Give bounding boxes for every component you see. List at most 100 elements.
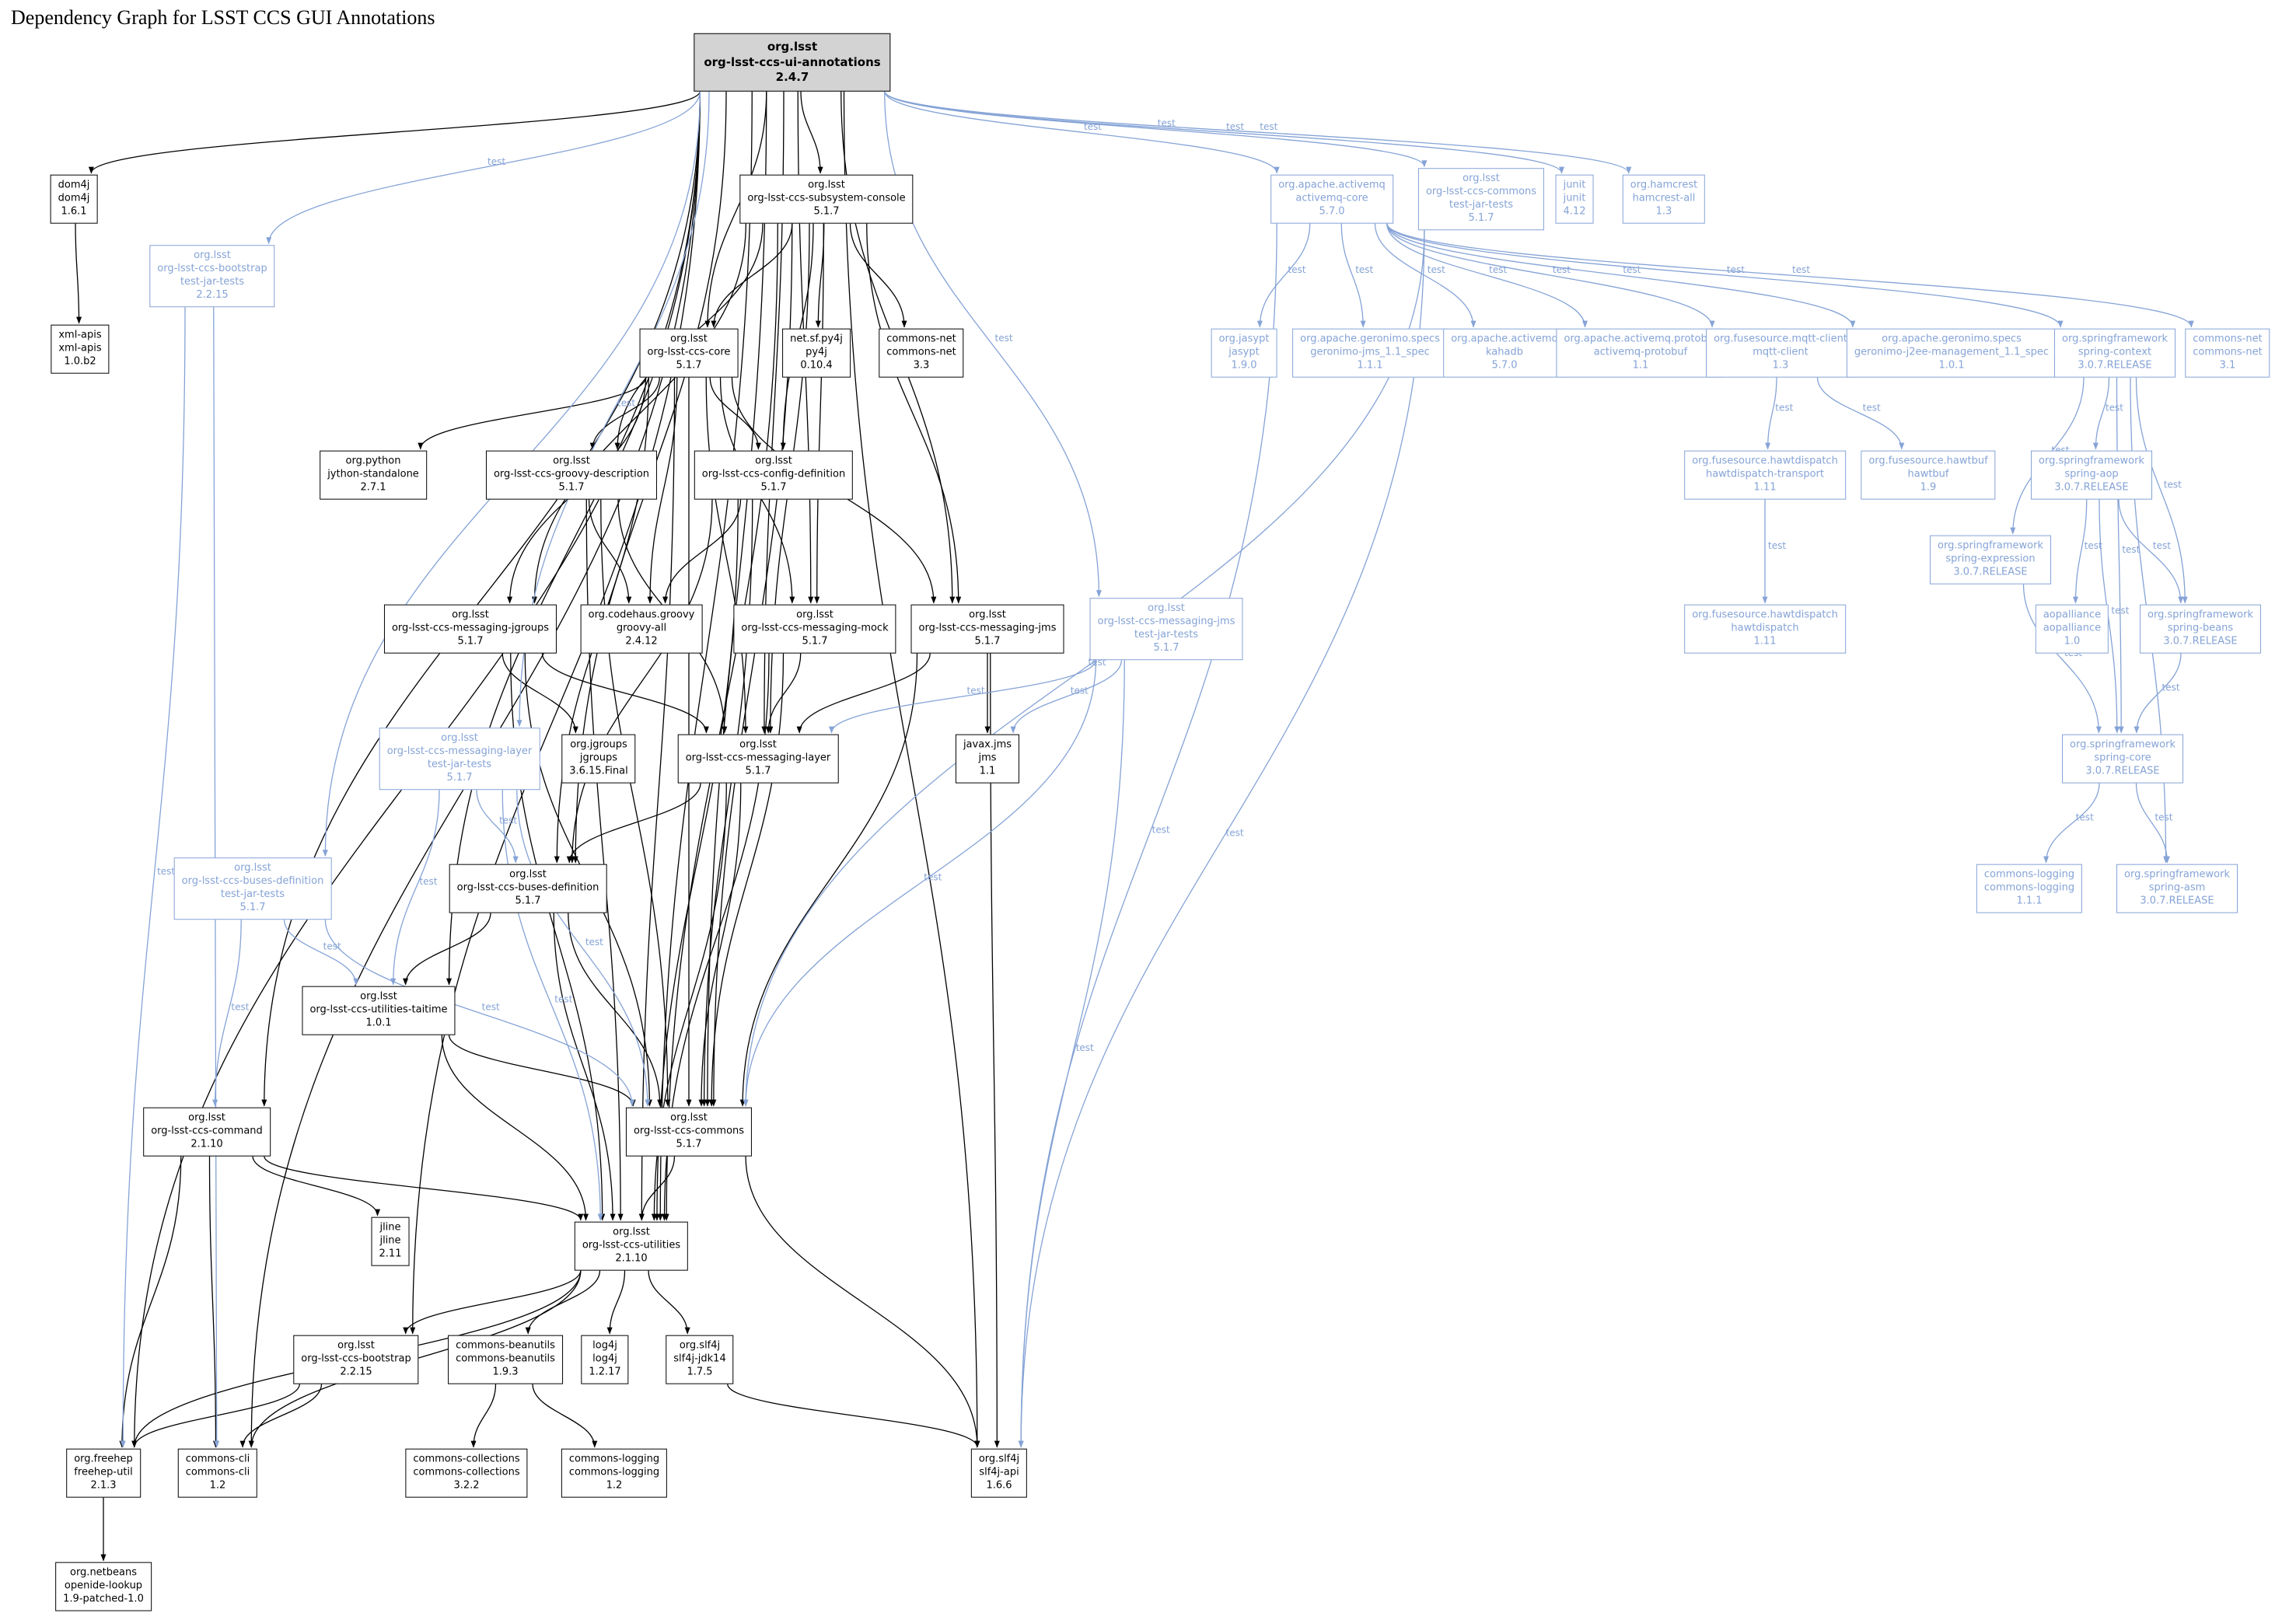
node-label-line: aopalliance xyxy=(2043,622,2102,634)
node-label-line: javax.jms xyxy=(963,738,1012,751)
node-label-line: test-jar-tests xyxy=(220,888,285,900)
edge-label-test: test xyxy=(1288,264,1306,275)
node-label-line: 3.3 xyxy=(913,359,930,372)
node-label-line: 5.1.7 xyxy=(1153,641,1179,654)
node-label-line: 1.0.1 xyxy=(365,1017,392,1029)
node-label-line: org.springframework xyxy=(2147,609,2253,621)
node-label-line: commons-net xyxy=(886,346,956,358)
node-label-line: org-lsst-ccs-buses-definition xyxy=(456,881,599,894)
edge-ccs-core--ccs-utilities xyxy=(638,377,676,1221)
node-label-line: commons-cli xyxy=(185,1466,250,1478)
edge-messaging-layer-tests--ccs-utilities xyxy=(501,789,603,1221)
node-label-line: 5.1.7 xyxy=(676,359,702,372)
node-label-line: geronimo-jms_1.1_spec xyxy=(1310,346,1430,358)
node-label-line: spring-aop xyxy=(2064,468,2119,480)
node-label-line: geronimo-j2ee-management_1.1_spec xyxy=(1854,346,2050,358)
edge-messaging-jms--ccs-commons xyxy=(739,653,918,1107)
edge-label-test: test xyxy=(2154,812,2172,823)
node-label-line: org.apache.activemq xyxy=(1278,179,1386,191)
node-label-line: jython-standalone xyxy=(327,468,419,480)
node-label-line: 4.12 xyxy=(1563,205,1586,218)
edge-ccs-utilities--ccs-bootstrap xyxy=(403,1270,582,1335)
node-label-line: spring-beans xyxy=(2167,622,2234,634)
node-label-line: 1.0.b2 xyxy=(64,355,96,368)
edge-ui-annotations--hamcrest-all xyxy=(884,91,1632,174)
node-label-line: 1.0.1 xyxy=(1938,359,1965,372)
edge-spring-expression--spring-core xyxy=(2022,584,2102,734)
edge-messaging-jms--slf4j-api xyxy=(990,653,1000,1448)
node-label-line: org.lsst xyxy=(1463,173,1500,185)
node-label-line: 2.11 xyxy=(379,1248,402,1260)
edge-ccs-command--jline xyxy=(252,1156,380,1216)
edge-label-test: test xyxy=(157,866,175,877)
node-label-line: xml-apis xyxy=(58,342,102,354)
node-label-line: jms xyxy=(978,752,997,764)
edge-activemq-core--geronimo-j2ee-management xyxy=(1386,223,1856,328)
node-label-line: org.python xyxy=(345,455,401,467)
node-label-line: 1.9.0 xyxy=(1231,359,1257,372)
edge-ui-annotations--ccs-commons-tests xyxy=(884,91,1428,168)
node-label-line: org.jgroups xyxy=(570,738,627,751)
edge-label-test: test xyxy=(995,333,1013,344)
node-label-line: 1.2 xyxy=(209,1479,226,1492)
edge-label-test: test xyxy=(585,937,603,948)
node-label-line: commons-beanutils xyxy=(456,1339,555,1352)
node-label-line: groovy-all xyxy=(616,622,667,634)
edge-dom4j--xml-apis xyxy=(75,223,82,324)
edge-ccs-core--messaging-layer xyxy=(705,377,749,734)
edge-subsystem-console--ccs-core xyxy=(711,223,793,328)
node-label-line: org.netbeans xyxy=(69,1566,138,1579)
edge-label-test: test xyxy=(1792,264,1810,275)
node-label-line: jgroups xyxy=(579,752,618,764)
node-label-line: 2.1.10 xyxy=(615,1252,648,1265)
node-label-line: commons-net xyxy=(2193,333,2263,345)
edge-messaging-jgroups--jgroups xyxy=(501,653,578,734)
edge-ccs-core--config-definition xyxy=(709,377,761,450)
node-label-line: 5.1.7 xyxy=(1468,211,1494,224)
node-label-line: org.lsst xyxy=(234,862,271,874)
node-label-line: org-lsst-ccs-bootstrap xyxy=(301,1352,411,1365)
node-label-line: org.slf4j xyxy=(978,1453,1020,1465)
node-label-line: 2.2.15 xyxy=(340,1366,372,1378)
node-label-line: 1.9.3 xyxy=(492,1366,519,1378)
node-label-line: org.lsst xyxy=(188,1112,225,1124)
node-label-line: org-lsst-ccs-config-definition xyxy=(701,468,846,480)
edge-ccs-commons-tests--ccs-commons xyxy=(743,229,1425,1107)
node-label-line: commons-beanutils xyxy=(456,1352,555,1365)
node-label-line: 2.1.10 xyxy=(190,1138,223,1150)
node-label-line: aopalliance xyxy=(2043,609,2102,621)
edge-label-test: test xyxy=(967,686,985,696)
node-label-line: jline xyxy=(379,1221,401,1234)
node-label-line: 1.9-patched-1.0 xyxy=(63,1593,144,1605)
node-label-line: 5.1.7 xyxy=(239,901,266,913)
edge-spring-core--spring-asm xyxy=(2135,783,2170,864)
edge-ui-annotations--ccs-utilities xyxy=(657,91,753,1221)
edge-label-test: test xyxy=(419,876,437,887)
edge-ccs-utilities--commons-beanutils xyxy=(525,1270,601,1335)
edge-spring-core--commons-logging-111 xyxy=(2043,783,2100,864)
edge-buses-definition-tests--ccs-command xyxy=(212,919,242,1107)
node-label-line: 1.6.6 xyxy=(986,1479,1012,1492)
